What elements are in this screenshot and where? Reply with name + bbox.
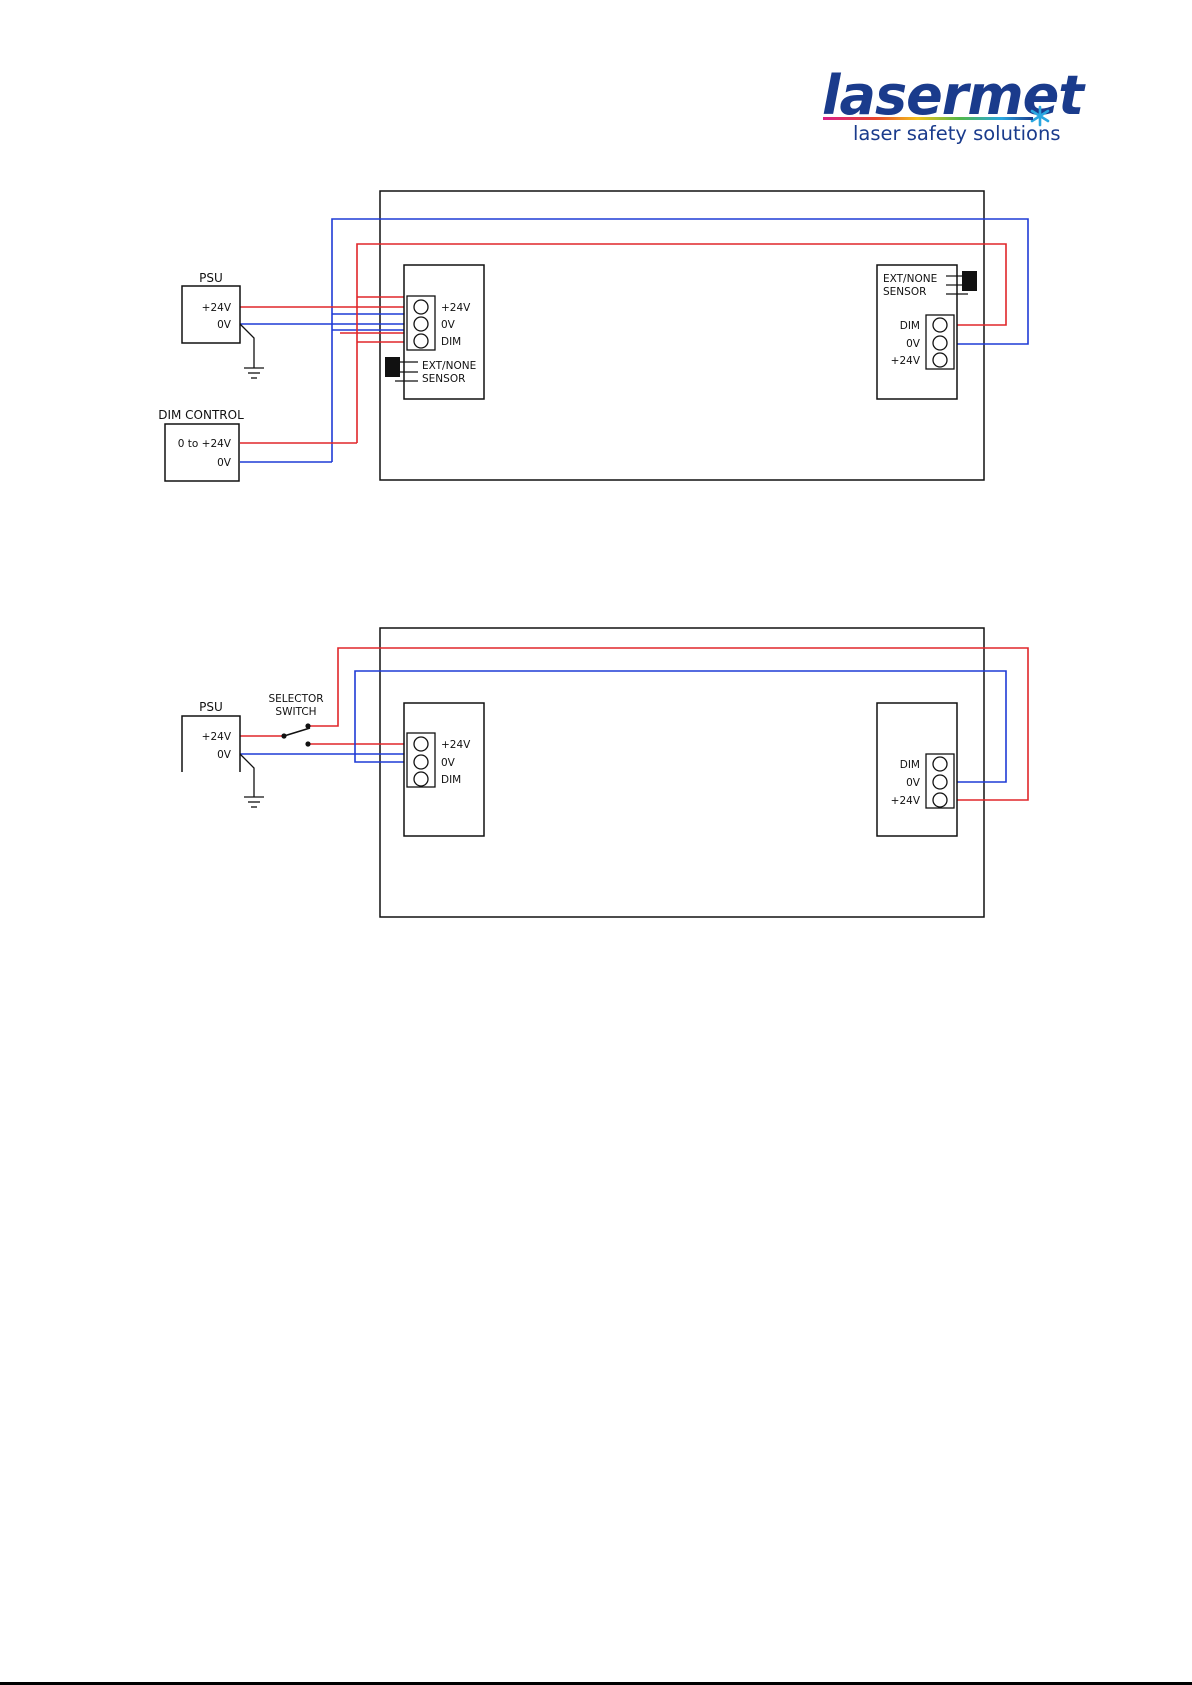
left-pin1-label: +24V	[441, 302, 471, 314]
right-pin3-label: +24V	[891, 795, 921, 807]
terminal-24v	[933, 793, 947, 807]
ground-icon	[240, 754, 264, 807]
selector-switch: SELECTOR SWITCH	[268, 693, 323, 747]
dim-control-title: DIM CONTROL	[158, 408, 244, 422]
selector-line1: SELECTOR	[268, 693, 323, 705]
psu-zero-label: 0V	[217, 749, 232, 761]
left-module: +24V 0V DIM EXT/NONE SENSOR	[385, 265, 484, 399]
sensor-icon	[385, 357, 400, 377]
lasermet-logo: lasermet laser safety solutions	[822, 64, 1086, 145]
right-pin1-label: DIM	[900, 320, 920, 332]
psu-title: PSU	[199, 700, 223, 714]
terminal-24v	[414, 737, 428, 751]
right-pin2-label: 0V	[906, 338, 921, 350]
left-pin2-label: 0V	[441, 319, 456, 331]
left-module: +24V 0V DIM	[404, 703, 484, 836]
diagram-2: SELECTOR SWITCH PSU +24V 0V +2	[182, 628, 1028, 917]
psu-plus-label: +24V	[202, 302, 232, 314]
psu-box: PSU +24V 0V	[182, 700, 240, 772]
selector-line2: SWITCH	[275, 706, 316, 718]
right-pin1-label: DIM	[900, 759, 920, 771]
terminal-dim	[933, 757, 947, 771]
left-pin3-label: DIM	[441, 774, 461, 786]
left-pin3-label: DIM	[441, 336, 461, 348]
terminal-dim	[933, 318, 947, 332]
terminal-0v	[933, 775, 947, 789]
sensor-icon	[962, 271, 977, 291]
diagram-1: PSU +24V 0V DIM CONTROL 0 to +24V 0V +24…	[158, 191, 1028, 481]
right-module: DIM 0V +24V	[877, 703, 957, 836]
psu-zero-label: 0V	[217, 319, 232, 331]
terminal-dim	[414, 334, 428, 348]
psu-title: PSU	[199, 271, 223, 285]
psu-plus-label: +24V	[202, 731, 232, 743]
right-sensor-line2: SENSOR	[883, 286, 926, 298]
terminal-24v	[414, 300, 428, 314]
terminal-0v	[414, 317, 428, 331]
dim-control-zero-label: 0V	[217, 457, 232, 469]
left-sensor-line1: EXT/NONE	[422, 360, 476, 372]
right-pin3-label: +24V	[891, 355, 921, 367]
terminal-dim	[414, 772, 428, 786]
dim-control-range-label: 0 to +24V	[178, 438, 232, 450]
logo-spectrum-bar	[823, 117, 1033, 120]
right-sensor-line1: EXT/NONE	[883, 273, 937, 285]
psu-box: PSU +24V 0V	[182, 271, 240, 343]
right-pin2-label: 0V	[906, 777, 921, 789]
left-pin1-label: +24V	[441, 739, 471, 751]
right-module: EXT/NONE SENSOR DIM 0V +24V	[877, 265, 977, 399]
terminal-0v	[414, 755, 428, 769]
terminal-24v	[933, 353, 947, 367]
ground-icon	[240, 324, 264, 378]
wire-psu-0v	[240, 754, 415, 762]
left-pin2-label: 0V	[441, 757, 456, 769]
terminal-0v	[933, 336, 947, 350]
left-sensor-line2: SENSOR	[422, 373, 465, 385]
dim-control-box: DIM CONTROL 0 to +24V 0V	[158, 408, 244, 481]
logo-tagline: laser safety solutions	[853, 122, 1060, 145]
